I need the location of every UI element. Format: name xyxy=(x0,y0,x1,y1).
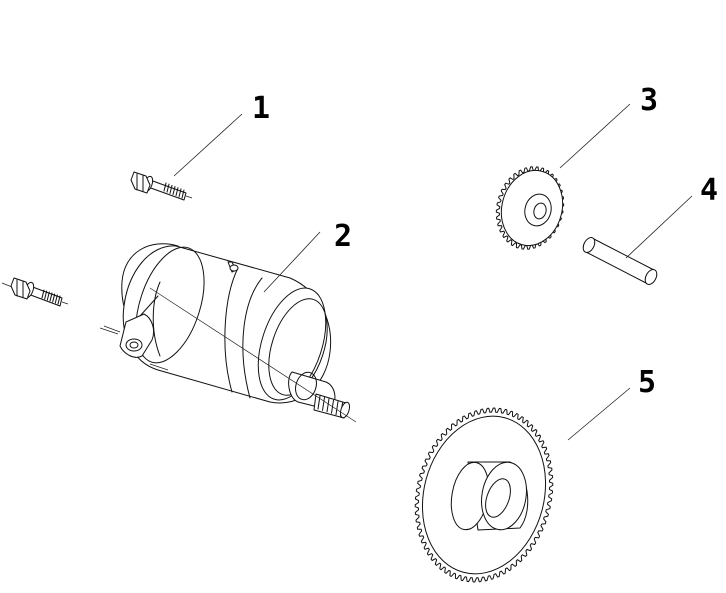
bolt-upper-threads xyxy=(163,182,185,199)
leader-line-2 xyxy=(263,231,321,293)
idle-gear xyxy=(495,166,565,250)
starter-driven-gear xyxy=(414,407,554,583)
bolt-upper xyxy=(130,171,193,201)
callout-3: 3 xyxy=(640,83,658,118)
leader-line-1 xyxy=(173,113,243,177)
starter-motor xyxy=(99,243,357,423)
leader-line-3 xyxy=(559,103,631,169)
bolt-lower xyxy=(1,277,69,307)
bolt-lower-threads xyxy=(41,289,61,305)
gear-shaft-pin xyxy=(582,237,658,285)
callout-4: 4 xyxy=(700,173,718,208)
callout-1: 1 xyxy=(252,91,270,126)
leader-line-4 xyxy=(625,195,693,259)
callout-2: 2 xyxy=(334,219,352,254)
callout-5: 5 xyxy=(638,365,656,400)
leader-line-5 xyxy=(567,387,631,441)
leader-lines xyxy=(173,103,693,441)
